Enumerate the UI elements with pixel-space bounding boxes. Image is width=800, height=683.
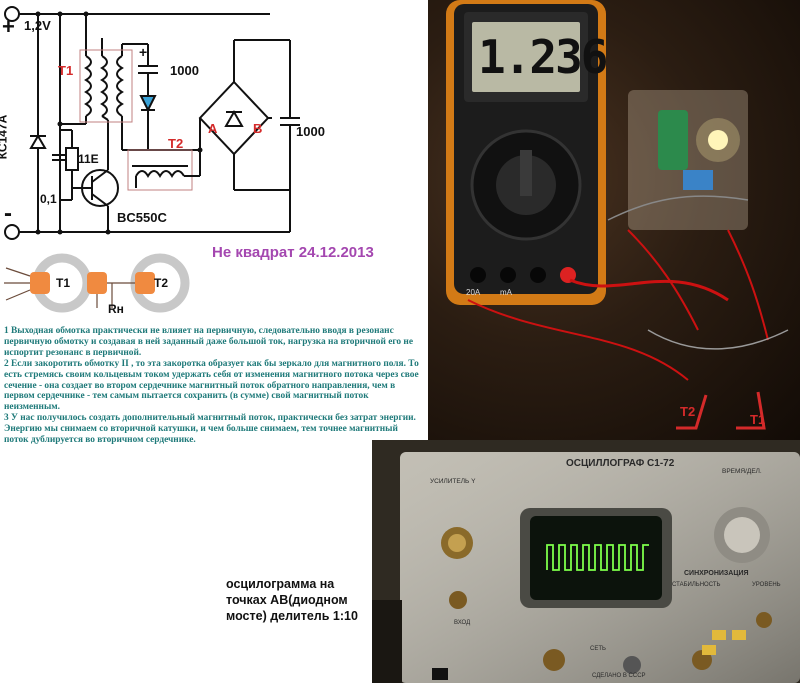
jack-ma-label: mA <box>500 288 512 297</box>
scope-brand: ОСЦИЛЛОГРАФ С1-72 <box>566 458 675 469</box>
minus-label: - <box>4 200 12 227</box>
plus-label: + <box>2 14 15 39</box>
cap1-label: 1000 <box>170 63 199 78</box>
t2-label: T2 <box>168 136 184 151</box>
jack-20a-label: 20A <box>466 288 481 297</box>
zener-label: КС147А <box>0 114 10 160</box>
toroid-t1-label: T1 <box>56 276 71 290</box>
note-1: 1 Выходная обмотка практически не влияет… <box>4 326 413 358</box>
toroid-diagram <box>4 253 190 313</box>
node-a-label: A <box>208 121 218 136</box>
voltage-label: 1,2V <box>24 18 51 33</box>
scope-sync-label: СИНХРОНИЗАЦИЯ <box>684 570 749 577</box>
scope-stability-label: СТАБИЛЬНОСТЬ <box>672 582 721 588</box>
toroid-t2-label: T2 <box>154 276 169 290</box>
explanation-text: 1 Выходная обмотка практически не влияет… <box>4 326 424 446</box>
cap-11e-label: 11E <box>78 152 99 166</box>
transistor-label: BC550C <box>117 210 167 225</box>
scope-input-label: ВХОД <box>454 620 471 626</box>
board-t1-label: T1 <box>750 412 766 427</box>
cap-01-label: 0,1 <box>40 192 57 206</box>
oscilloscope-photo: ОСЦИЛЛОГРАФ С1-72 УСИЛИТЕЛЬ Y ВРЕМЯ/ДЕЛ.… <box>372 440 800 683</box>
node-b-label: B <box>253 121 263 136</box>
t1-label: T1 <box>58 63 74 78</box>
note-2: 2 Если закоротить обмотку II , то эта за… <box>4 358 419 413</box>
scope-network-label: СЕТЬ <box>590 646 606 652</box>
multimeter-reading: 1.236 <box>478 30 608 84</box>
oscillogram-caption: осцилограмма на точках АВ(диодном мосте)… <box>226 577 358 623</box>
multimeter-photo: 1.236 20A mA T2 T1 <box>428 0 800 440</box>
scope-made-label: СДЕЛАНО В СССР <box>592 673 646 679</box>
cap2-label: 1000 <box>296 124 325 139</box>
scope-level-label: УРОВЕНЬ <box>752 582 781 588</box>
circuit-schematic <box>4 6 300 240</box>
scope-timebase-label: ВРЕМЯ/ДЕЛ. <box>722 468 762 475</box>
load-label: Rн <box>108 302 124 316</box>
board-t2-label: T2 <box>680 404 696 419</box>
page-title: Не квадрат 24.12.2013 <box>212 244 374 261</box>
cap-plus-label: + <box>139 44 148 60</box>
scope-amp-label: УСИЛИТЕЛЬ Y <box>430 478 476 485</box>
note-3: 3 У нас получилось создать дополнительны… <box>4 413 416 446</box>
